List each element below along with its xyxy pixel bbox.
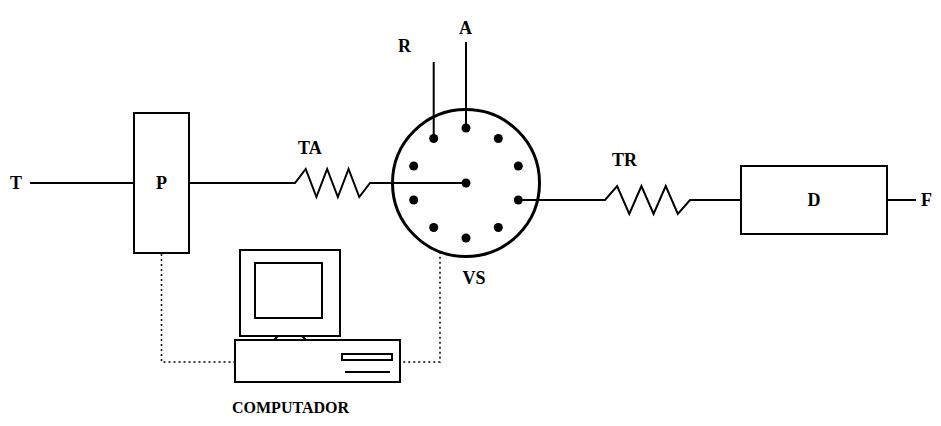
port-dot: [494, 223, 503, 232]
signal-line: [162, 254, 236, 362]
port-dot: [462, 124, 471, 133]
outlet-wire: [888, 199, 916, 201]
monitor-outline: [240, 250, 340, 336]
valve-circle: [393, 110, 540, 257]
inlet-label: T: [10, 173, 22, 193]
port-line: [465, 42, 467, 128]
node-label: VS: [399, 268, 549, 288]
port-label: R: [398, 36, 411, 56]
port-label: A: [459, 18, 472, 38]
port-dot: [409, 162, 418, 171]
port-dot: [429, 223, 438, 232]
port-dot: [514, 196, 523, 205]
valve-ports: [409, 124, 523, 243]
flow-line: [538, 186, 740, 214]
port-dot: [514, 162, 523, 171]
port-dot: [429, 134, 438, 143]
coil-label: TA: [298, 138, 322, 158]
port-dot: [462, 234, 471, 243]
computer-base: [235, 340, 400, 382]
center-dot: [462, 179, 471, 188]
detector-box: D: [740, 165, 888, 235]
node-label: COMPUTADOR: [232, 398, 402, 418]
port-line: [433, 62, 435, 139]
node-label: D: [808, 190, 821, 210]
port-dot: [494, 134, 503, 143]
outlet-label: F: [921, 190, 932, 210]
valve-outline: [391, 108, 541, 258]
disk-drive: [342, 354, 392, 360]
selection-valve: VS: [391, 108, 541, 258]
monitor-screen: [255, 263, 322, 318]
signal-line: [400, 252, 440, 362]
port-dot: [409, 196, 418, 205]
computer-node: COMPUTADOR: [232, 248, 402, 423]
coil-label: TR: [612, 150, 637, 170]
valve-inner-line: [392, 182, 466, 184]
disk-drive: [345, 371, 390, 373]
node-label: P: [156, 173, 167, 193]
inlet-wire: [30, 182, 133, 184]
flow-line: [190, 169, 393, 197]
pump-box: P: [133, 112, 190, 254]
